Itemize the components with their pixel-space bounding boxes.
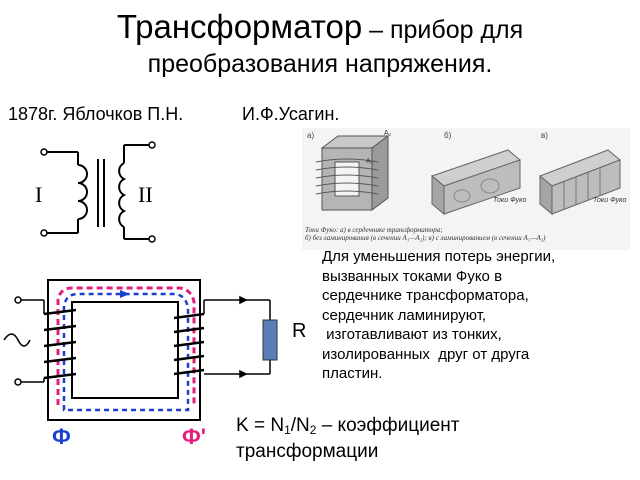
resistor-label: R: [292, 320, 307, 342]
primary-winding: [43, 308, 77, 380]
photo-label-c: в): [541, 131, 548, 140]
description-line: вызванных токами Фуко в: [322, 267, 503, 285]
lamination-description: Для уменьшения потерь энергии, вызванных…: [322, 247, 622, 384]
formula-prefix: K = N: [236, 415, 285, 436]
page-title: Трансформатор – прибор для преобразовани…: [0, 8, 640, 79]
core-cube-drawing: [315, 135, 390, 211]
description-line: изолированных друг от друга: [322, 345, 530, 363]
solid-core-drawing: [430, 149, 522, 216]
description-line: изготавливают из тонких,: [322, 326, 502, 343]
title-main: Трансформатор: [116, 8, 363, 45]
photo-label-a2: A₂: [384, 130, 392, 137]
load-circuit: [203, 295, 271, 379]
description-line: Для уменьшения потерь энергии,: [322, 248, 556, 265]
eddy-current-drawings: [315, 135, 621, 216]
flux-arrow: [120, 290, 130, 298]
photo-label-a1: A₁: [366, 158, 374, 165]
title-line2: преобразования напряжения.: [147, 49, 493, 78]
caption-line1: Токи Фуко: а) в сердечнике трансформатор…: [305, 226, 443, 234]
primary-winding-label: I: [35, 182, 43, 207]
photo-label-eddy-b: Токи Фуко: [493, 197, 527, 204]
description-line: пластин.: [322, 365, 383, 382]
formula-mid: /N: [290, 415, 310, 436]
description-line: сердечнике трансформатора,: [322, 287, 529, 304]
transformer-circuit: [3, 279, 278, 421]
main-flux-line: [62, 292, 190, 412]
title-rest: – прибор для: [362, 16, 524, 44]
photo-label-b: б): [444, 131, 452, 140]
formula-sub2: 2: [309, 423, 317, 437]
core-outer: [47, 279, 201, 421]
core-inner: [71, 301, 179, 399]
laminated-core-drawing: [539, 149, 621, 216]
transformation-ratio-formula: K = N1/N2 – коэффициент трансформации: [236, 413, 460, 464]
credit-yablochkov: 1878г. Яблочков П.Н.: [8, 104, 184, 124]
photo-label-eddy-c: Токи Фуко: [593, 197, 627, 204]
credit-usagin: И.Ф.Усагин.: [242, 104, 340, 124]
secondary-winding-label: II: [138, 182, 153, 207]
leakage-flux-label: Ф': [182, 424, 207, 449]
leakage-flux-line: [56, 286, 196, 405]
caption-line2: б) без ламинирования (в сечении A₁—A₂); …: [305, 234, 546, 243]
formula-sub1: 1: [284, 423, 291, 437]
resistor: [262, 319, 278, 361]
formula-suffix: – коэффициент: [316, 415, 460, 436]
formula-line2: трансформации: [236, 440, 379, 462]
transformer-symbol: [40, 141, 156, 243]
eddy-current-caption: Токи Фуко: а) в сердечнике трансформатор…: [305, 226, 625, 243]
description-line: сердечник ламинируют,: [322, 306, 487, 324]
secondary-winding: [173, 312, 205, 376]
photo-label-a: а): [307, 131, 315, 140]
main-flux-label: Ф: [52, 424, 71, 449]
